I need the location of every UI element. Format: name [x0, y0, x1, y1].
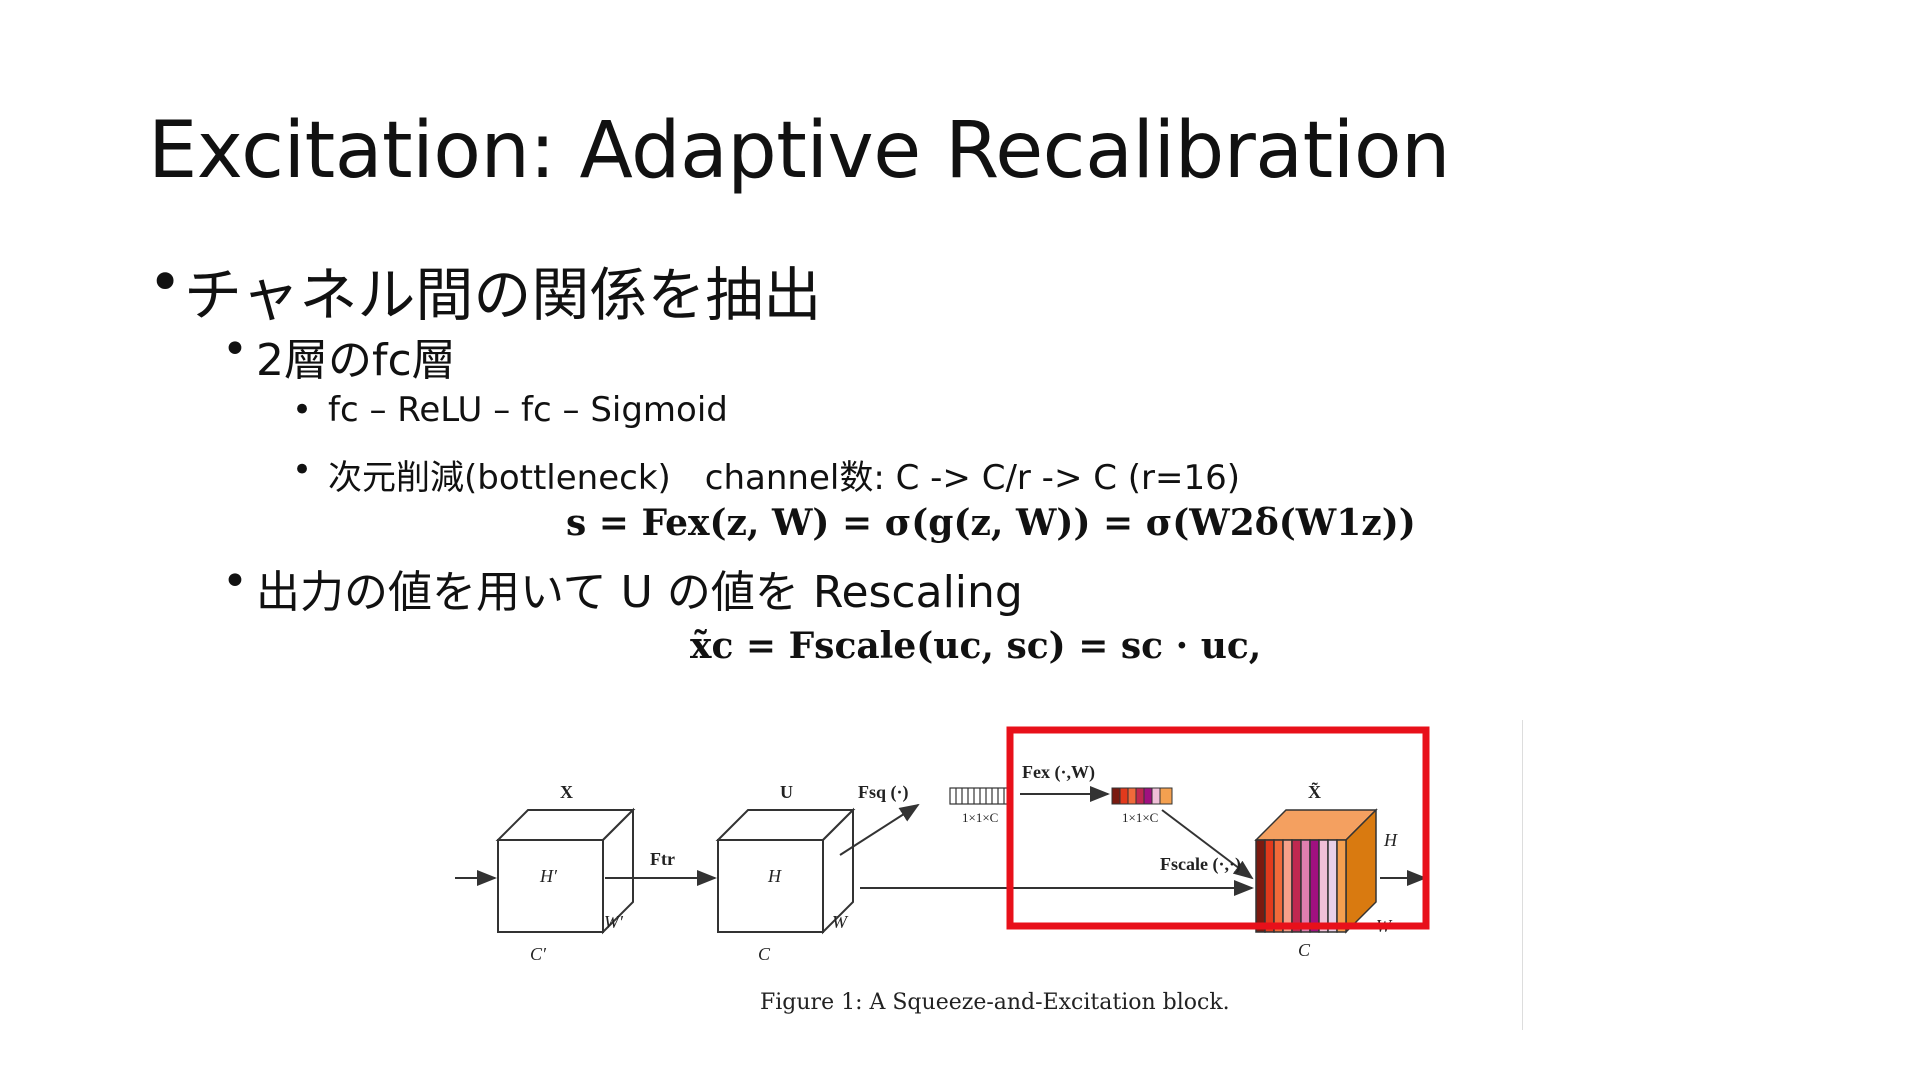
label-out-c: C — [1298, 940, 1311, 960]
scale-formula: x̃c = Fscale(uc, sc) = sc · uc, — [690, 625, 1262, 667]
label-dims-2: 1×1×C — [1122, 810, 1158, 825]
bullet-dot: • — [292, 450, 313, 490]
label-fsq: Fsq (·) — [858, 782, 909, 803]
label-h: H — [767, 866, 782, 886]
label-fscale: Fscale (·,·) — [1160, 854, 1241, 875]
label-dims-1: 1×1×C — [962, 810, 998, 825]
label-x: X — [560, 782, 573, 802]
figure-edge-line — [1522, 720, 1523, 1030]
bullet-level3-activation-sequence: • fc – ReLU – fc – Sigmoid — [292, 390, 728, 430]
bullet-text: 出力の値を用いて U の値を Rescaling — [256, 567, 1023, 618]
bullet-level3-bottleneck: • 次元削減(bottleneck) channel数: C -> C/r ->… — [292, 450, 1240, 499]
label-h-prime: H′ — [539, 866, 558, 886]
excitation-vector — [1111, 787, 1173, 805]
bullet-text: fc – ReLU – fc – Sigmoid — [328, 390, 728, 430]
figure-caption: Figure 1: A Squeeze-and-Excitation block… — [760, 990, 1230, 1015]
cube-u — [715, 807, 856, 935]
cube-x — [495, 807, 636, 935]
label-x-tilde: X̃ — [1308, 782, 1321, 802]
slide-title: Excitation: Adaptive Recalibration — [148, 106, 1451, 196]
label-w: W — [832, 912, 849, 932]
label-c: C — [758, 944, 771, 964]
excitation-highlight-box — [1006, 726, 1430, 930]
output-cube — [1254, 808, 1378, 934]
bullet-level1-relation: • チャネル間の関係を抽出 — [148, 248, 821, 332]
label-u: U — [780, 782, 793, 802]
excitation-to-scale-arrow — [1161, 809, 1254, 880]
label-fex: Fex (·,W) — [1022, 762, 1095, 783]
bullet-dot: • — [292, 390, 313, 430]
bullet-text: 2層のfc層 — [256, 335, 456, 386]
se-block-diagram: X H′ W′ C′ Ftr U H W C Fsq (·) 1×1×C Fex… — [455, 726, 1430, 964]
bullet-dot: • — [222, 324, 248, 375]
excitation-formula: s = Fex(z, W) = σ(g(z, W)) = σ(W2δ(W1z)) — [566, 502, 1416, 544]
fsq-arrow — [839, 803, 920, 856]
bullet-text: チャネル間の関係を抽出 — [184, 261, 822, 329]
bullet-dot: • — [148, 248, 183, 316]
label-w-prime: W′ — [604, 912, 624, 932]
squeeze-vector — [949, 787, 1011, 805]
label-ftr: Ftr — [650, 849, 675, 869]
bullet-level2-rescaling: • 出力の値を用いて U の値を Rescaling — [222, 556, 1023, 620]
bullet-text: 次元削減(bottleneck) channel数: C -> C/r -> C… — [328, 458, 1241, 498]
bullet-level2-fc-layers: • 2層のfc層 — [222, 324, 456, 388]
bullet-dot: • — [222, 556, 248, 607]
label-out-h: H — [1383, 830, 1398, 850]
label-c-prime: C′ — [530, 944, 547, 964]
